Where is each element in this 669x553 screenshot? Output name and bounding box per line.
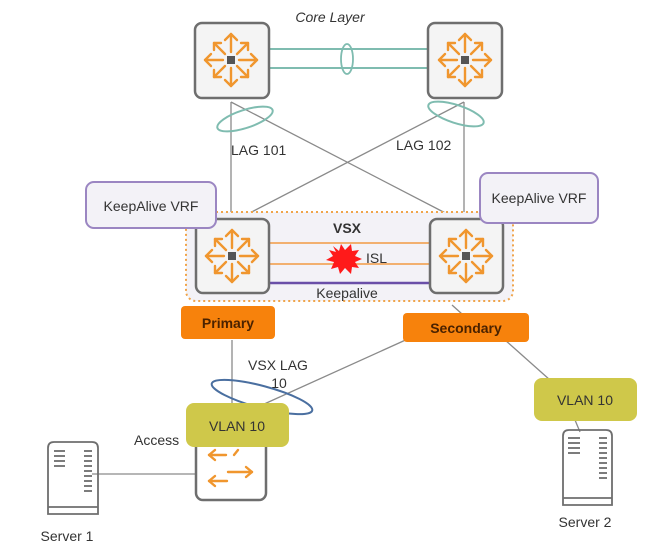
lag-101-ring bbox=[216, 105, 274, 133]
primary-badge: Primary bbox=[181, 306, 275, 339]
access-vlan-badge: VLAN 10 bbox=[186, 403, 289, 447]
svg-text:VLAN 10: VLAN 10 bbox=[209, 418, 265, 434]
lag-102-label: LAG 102 bbox=[396, 137, 451, 153]
server-2-label: Server 2 bbox=[559, 514, 612, 530]
core-layer-title: Core Layer bbox=[295, 9, 366, 25]
vsx-label: VSX bbox=[333, 220, 362, 236]
core-lag-ring bbox=[340, 43, 354, 75]
server-2[interactable]: Server 2 bbox=[559, 429, 613, 530]
vsx-switch-primary[interactable] bbox=[194, 217, 271, 295]
svg-text:Secondary: Secondary bbox=[430, 320, 502, 336]
server-1-label: Server 1 bbox=[41, 528, 94, 544]
vsx-lag-label: VSX LAG bbox=[248, 357, 308, 373]
server-icon bbox=[47, 441, 99, 515]
server-icon bbox=[562, 429, 613, 506]
keepalive-vrf-right: KeepAlive VRF bbox=[479, 172, 599, 224]
svg-text:KeepAlive VRF: KeepAlive VRF bbox=[492, 190, 587, 206]
vsx-lag-number: 10 bbox=[271, 375, 287, 391]
core-switch-left[interactable] bbox=[193, 21, 271, 100]
vsx-switch-secondary[interactable] bbox=[428, 217, 505, 295]
isl-failure-icon bbox=[326, 244, 362, 274]
svg-text:KeepAlive VRF: KeepAlive VRF bbox=[104, 198, 199, 214]
svg-text:Primary: Primary bbox=[202, 315, 254, 331]
core-interlink bbox=[269, 48, 428, 69]
access-label: Access bbox=[134, 432, 179, 448]
secondary-badge: Secondary bbox=[403, 313, 529, 342]
svg-text:VLAN 10: VLAN 10 bbox=[557, 392, 613, 408]
lag-102-ring bbox=[427, 100, 485, 128]
isl-label: ISL bbox=[366, 250, 387, 266]
core-uplinks bbox=[230, 101, 465, 219]
access-switch-icon bbox=[207, 448, 254, 488]
core-switch-right[interactable] bbox=[426, 21, 504, 100]
server-1[interactable]: Server 1 bbox=[41, 441, 99, 544]
server2-vlan-badge: VLAN 10 bbox=[534, 378, 637, 421]
lag-101-label: LAG 101 bbox=[231, 142, 286, 158]
keepalive-label: Keepalive bbox=[316, 285, 378, 301]
keepalive-vrf-left: KeepAlive VRF bbox=[85, 181, 217, 229]
